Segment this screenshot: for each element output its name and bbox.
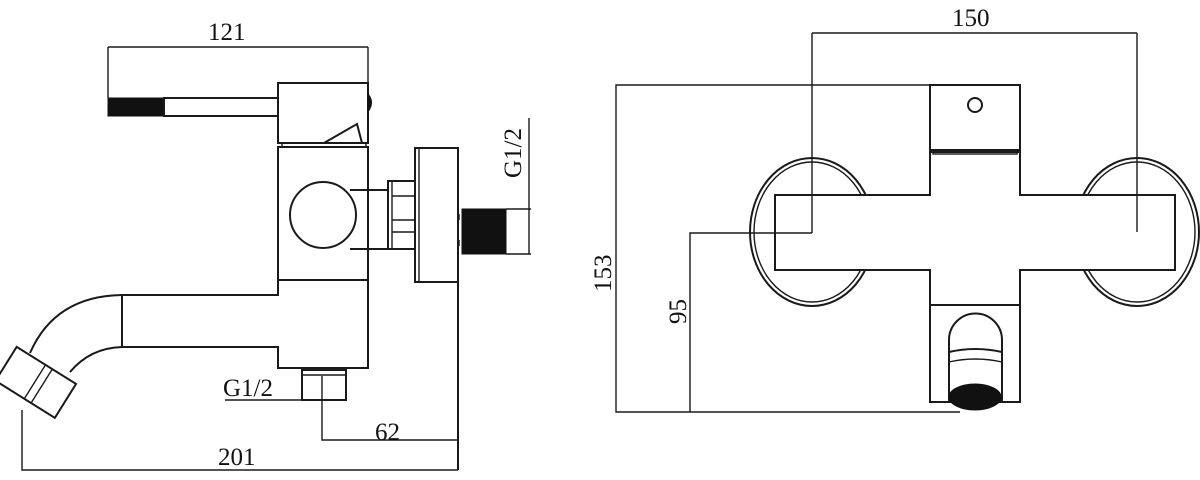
dimension-label-g12-bottom: G1/2 [223,375,273,402]
connector-pipe [350,189,388,250]
dimension-label-153: 153 [590,255,617,293]
spout-nozzle [0,345,78,420]
dimension-label-62: 62 [375,419,400,446]
dimension-201: 201 [21,410,458,471]
hex-nut [387,180,416,250]
lever-handle [107,97,279,117]
bottom-inlet [301,369,347,401]
lower-body [121,280,369,369]
dimension-121: 121 [107,19,369,98]
wall-flange [414,147,459,283]
dimension-150: 150 [811,5,1138,233]
dimension-label-121: 121 [208,19,246,46]
hole-icon [967,97,983,113]
front-spout [948,312,1003,411]
side-view: 121 G1/2 [0,19,531,471]
dimension-bottom-inlet: G1/2 [223,375,346,402]
cross-body [774,151,1176,306]
threaded-inlet [458,208,507,255]
diverter-knob [289,181,357,249]
dimension-62: 62 [321,376,458,446]
dimension-95: 95 [665,232,812,412]
dimension-wall-inlet: G1/2 [500,118,531,255]
dimension-label-201: 201 [218,444,256,471]
dimension-label-150: 150 [952,5,990,32]
front-view: 153 150 95 [590,5,1200,413]
spout-curve [29,294,123,373]
cartridge-cap [277,82,372,148]
dimension-label-95: 95 [665,299,692,324]
dimension-153: 153 [590,84,960,413]
cartridge-top-box [929,84,1021,155]
dimension-label-g12-wall: G1/2 [500,128,527,178]
